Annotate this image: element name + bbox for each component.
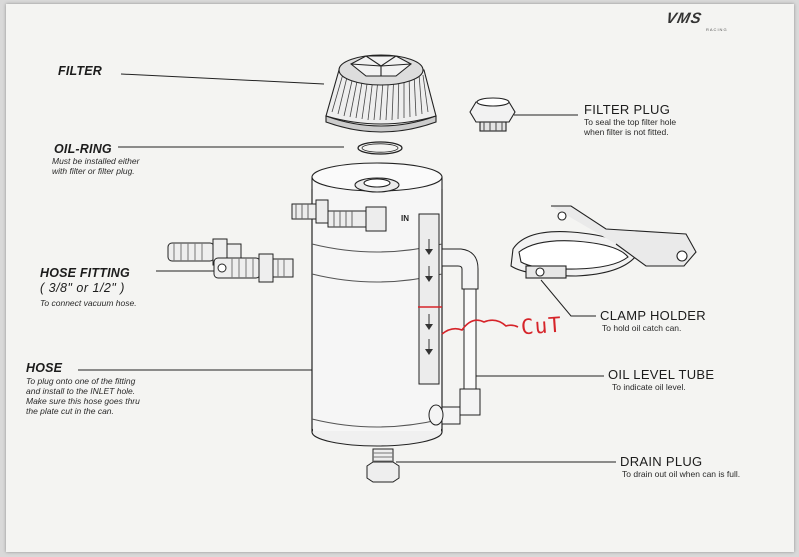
oil-ring-desc: Must be installed either with filter or … [52, 156, 140, 176]
handwritten-cut-text: CuT [520, 312, 563, 340]
clamp-holder-leader [540, 279, 596, 317]
filter-plug-part [469, 97, 516, 132]
filter-plug-desc: To seal the top filter hole when filter … [584, 117, 677, 137]
hose-desc: To plug onto one of the fitting and inst… [26, 376, 140, 416]
hose-fitting-parts [167, 238, 294, 283]
clamp-holder-title: CLAMP HOLDER [600, 308, 706, 323]
hose-title: HOSE [26, 361, 63, 375]
filter-plug-title: FILTER PLUG [584, 102, 671, 117]
drain-plug-desc: To drain out oil when can is full. [622, 469, 741, 479]
clamp-holder-part [510, 205, 697, 279]
vms-logo-subtext: RACING [706, 27, 728, 32]
oil-ring-title: OIL-RING [54, 142, 112, 156]
drain-plug-part [366, 448, 400, 483]
handwritten-cut-mark [418, 306, 519, 335]
internal-hose [418, 213, 440, 385]
oil-level-tube-desc: To indicate oil level. [612, 382, 686, 392]
inlet-mark: IN [401, 214, 409, 223]
oil-level-tube-part [428, 248, 481, 426]
filter-part [325, 54, 437, 133]
can-fittings [291, 199, 387, 232]
oil-level-tube-title: OIL LEVEL TUBE [608, 367, 715, 382]
instruction-sheet: VMS RACING IN CuT FILTER FILTER PLUG To … [6, 4, 794, 552]
filter-leader [120, 73, 325, 85]
hose-fitting-desc: To connect vacuum hose. [40, 298, 137, 308]
vms-logo: VMS [664, 10, 704, 27]
hose-fitting-size: ( 3/8" or 1/2" ) [40, 281, 125, 295]
drain-plug-title: DRAIN PLUG [620, 454, 703, 469]
oil-ring-part [357, 141, 403, 155]
filter-title: FILTER [58, 64, 103, 78]
clamp-holder-desc: To hold oil catch can. [602, 323, 682, 333]
oil-catch-can-diagram [78, 54, 697, 483]
hose-fitting-title: HOSE FITTING [40, 266, 130, 280]
